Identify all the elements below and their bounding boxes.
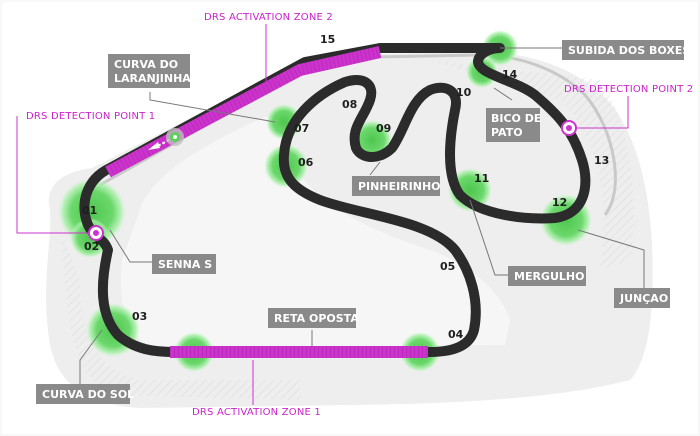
corner-number-09: 09 [376,122,391,135]
corner-number-15: 15 [320,33,335,46]
label-subida-dos-boxes-text: SUBIDA DOS BOXES [568,44,690,57]
label-bico-de-pato: BICO DE PATO [486,108,541,142]
drs-activation-zone-1-label: DRS ACTIVATION ZONE 1 [192,407,321,418]
track [79,43,591,357]
runoff-hatch-right [430,60,634,270]
runoff-hatch-left [60,230,300,400]
label-senna-s-text: SENNA S [158,258,212,271]
corner-number-10: 10 [456,86,472,99]
corner-number-12: 12 [552,196,567,209]
label-senna-s: SENNA S [152,254,216,274]
label-juncao: JUNÇAO [614,288,670,308]
label-leaders [79,47,645,384]
drs-detection-point-1-marker [88,225,104,241]
infield [120,115,510,348]
corner-number-02: 02 [84,240,99,253]
label-curva-do-laranjinha-line-1: CURVA DO [114,58,178,71]
label-mergulho: MERGULHO [508,266,586,286]
corner-number-11: 11 [474,172,489,185]
drs-detection-point-2-label: DRS DETECTION POINT 2 [564,84,693,95]
drs-detection-point-2-marker [561,120,577,136]
drs-detection-point-1-label: DRS DETECTION POINT 1 [26,111,155,122]
label-pinheirinho-text: PINHEIRINHO [358,180,441,193]
label-mergulho-text: MERGULHO [514,270,584,283]
label-curva-do-sol: CURVA DO SOL [36,384,134,404]
label-reta-oposta: RETA OPOSTA [268,308,359,328]
label-curva-do-sol-text: CURVA DO SOL [42,388,134,401]
label-juncao-text: JUNÇAO [619,292,668,305]
corner-number-07: 07 [294,122,309,135]
drs-activation-zone-2-label: DRS ACTIVATION ZONE 2 [204,12,333,23]
corner-number-08: 08 [342,98,357,111]
label-pinheirinho: PINHEIRINHO [352,176,441,196]
corner-glow-11 [448,168,492,212]
corner-number-04: 04 [448,328,464,341]
corner-numbers: 01 02 03 04 05 06 07 08 09 10 11 12 13 1… [82,33,609,341]
label-curva-do-laranjinha: CURVA DO LARANJINHA [108,54,191,88]
drs-leaders [16,24,629,405]
corner-number-03: 03 [132,310,147,323]
label-subida-dos-boxes: SUBIDA DOS BOXES [562,40,690,60]
corner-number-01: 01 [82,204,97,217]
corner-number-06: 06 [298,156,314,169]
start-finish-marker [148,128,184,150]
label-bico-de-pato-line-2: PATO [491,126,523,139]
corner-number-14: 14 [502,68,518,81]
corner-number-13: 13 [594,154,609,167]
label-bico-de-pato-line-1: BICO DE [491,112,541,125]
label-curva-do-laranjinha-line-2: LARANJINHA [114,72,191,85]
corner-number-05: 05 [440,260,455,273]
label-reta-oposta-text: RETA OPOSTA [274,312,359,325]
